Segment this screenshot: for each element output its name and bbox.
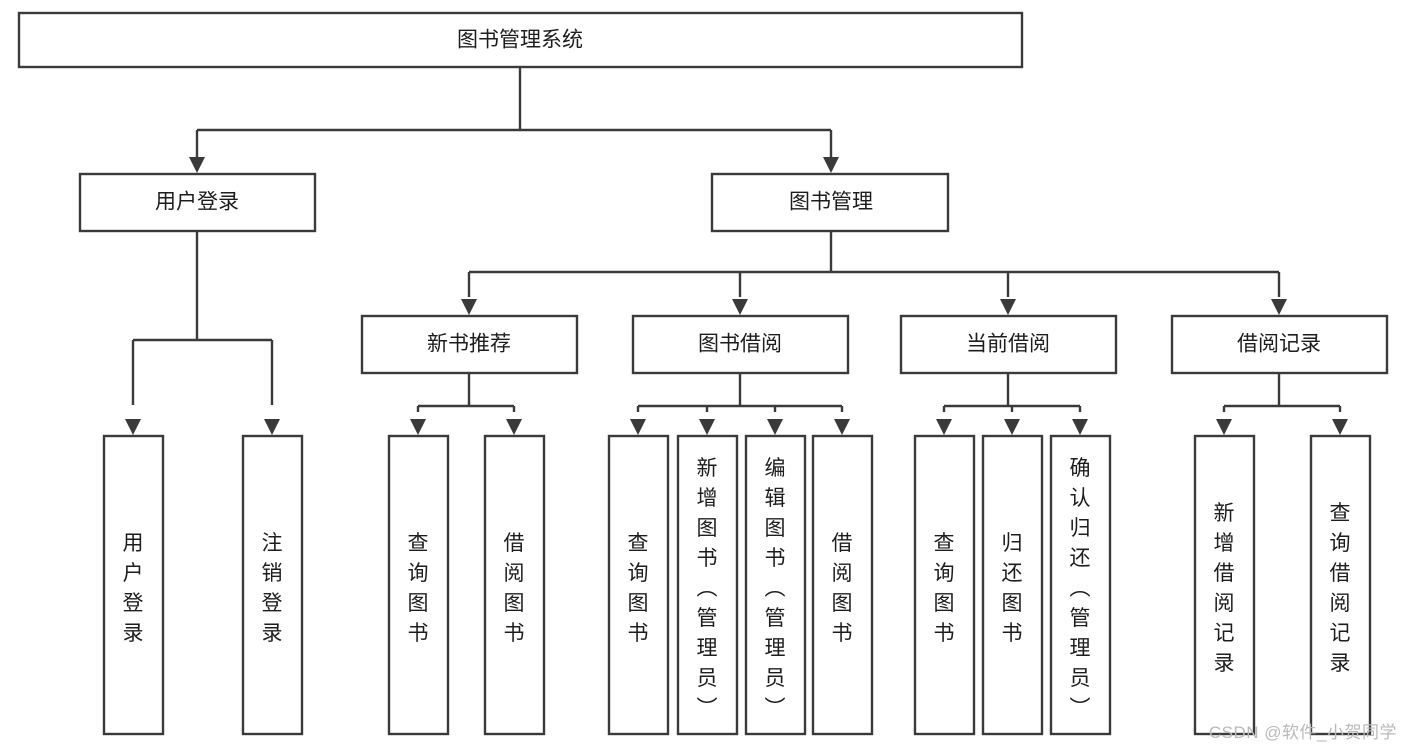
leaf-label: 查询图书 [934,532,955,645]
leaf-borrow-records-2[interactable]: 查询借阅记录 [1309,434,1372,736]
leaf-label: 借阅图书 [504,532,525,645]
leaf-new-book-1[interactable]: 查询图书 [387,434,450,736]
arrow-icon [1000,299,1016,315]
node-book-borrow[interactable]: 图书借阅 [631,314,850,375]
node-book-management-box[interactable] [710,172,950,233]
arrow-icon [699,419,715,435]
node-current-borrow[interactable]: 当前借阅 [899,314,1118,375]
leaf-label: 借阅图书 [832,532,853,645]
leaf-label: 查询借阅记录 [1330,502,1351,675]
arrow-icon [125,419,141,435]
arrow-icon [823,157,839,173]
leaf-box[interactable] [607,434,670,736]
connector-root-to-level2 [189,68,839,173]
leaf-label: 归还图书 [1002,532,1023,645]
leaf-box[interactable] [913,434,976,736]
arrow-icon [1072,419,1088,435]
connector-bookmgmt-to-level3 [461,231,1287,315]
leaf-label: 查询图书 [408,532,429,645]
leaf-box[interactable] [1193,434,1256,736]
leaf-label: 注销登录 [262,532,283,645]
leaf-box[interactable] [483,434,546,736]
leaf-label: 确认归还︵管理员︶ [1070,457,1091,720]
arrow-icon [461,299,477,315]
leaf-label: 查询图书 [628,532,649,645]
arrow-icon [1332,419,1348,435]
leaf-box[interactable] [744,434,807,736]
node-borrow-records[interactable]: 借阅记录 [1170,314,1389,375]
node-user-login[interactable]: 用户登录 [78,172,317,233]
leaf-book-borrow-2[interactable]: 新增图书︵管理员︶ [676,434,739,736]
arrow-icon [767,419,783,435]
node-root[interactable]: 图书管理系统 [17,11,1024,69]
arrow-icon [1004,419,1020,435]
node-new-book-recommend[interactable]: 新书推荐 [360,314,579,375]
leaf-box[interactable] [1049,434,1112,736]
node-book-management[interactable]: 图书管理 [710,172,950,233]
leaf-box[interactable] [102,434,165,736]
node-current-borrow-box[interactable] [899,314,1118,375]
leaf-box[interactable] [387,434,450,736]
node-user-login-box[interactable] [78,172,317,233]
leaf-label: 用户登录 [123,532,144,645]
arrow-icon [630,419,646,435]
leaf-user-login-1[interactable]: 用户登录 [102,434,165,736]
leaf-current-borrow-1[interactable]: 查询图书 [913,434,976,736]
leaf-book-borrow-3[interactable]: 编辑图书︵管理员︶ [744,434,807,736]
connector-bookborrow-to-leaves [630,374,850,435]
connector-borrowrecords-to-leaves [1216,374,1348,435]
connector-currentborrow-to-leaves [936,374,1088,435]
node-root-box[interactable] [17,11,1024,69]
arrow-icon [1216,419,1232,435]
leaf-new-book-2[interactable]: 借阅图书 [483,434,546,736]
leaf-book-borrow-1[interactable]: 查询图书 [607,434,670,736]
node-borrow-records-label: 借阅记录 [1237,333,1321,356]
leaf-borrow-records-1[interactable]: 新增借阅记录 [1193,434,1256,736]
leaf-box[interactable] [676,434,739,736]
leaf-label: 新增图书︵管理员︶ [697,457,718,720]
node-current-borrow-label: 当前借阅 [966,333,1050,356]
csdn-watermark: CSDN @软件_小贺同学 [1208,723,1397,742]
arrow-icon [506,419,522,435]
node-new-book-recommend-box[interactable] [360,314,579,375]
node-new-book-recommend-label: 新书推荐 [427,333,511,356]
arrow-icon [189,157,205,173]
connector-userlogin-to-leaves [125,231,280,435]
arrow-icon [264,419,280,435]
arrow-icon [1271,299,1287,315]
arrow-icon [834,419,850,435]
leaf-box[interactable] [811,434,874,736]
node-book-borrow-label: 图书借阅 [698,333,782,356]
arrow-icon [732,299,748,315]
connector-newbook-to-leaves [410,374,522,435]
leaf-box[interactable] [1309,434,1372,736]
leaf-user-login-2[interactable]: 注销登录 [241,434,304,736]
leaf-book-borrow-4[interactable]: 借阅图书 [811,434,874,736]
leaf-label: 新增借阅记录 [1214,502,1235,675]
leaf-box[interactable] [981,434,1044,736]
arrow-icon [936,419,952,435]
node-borrow-records-box[interactable] [1170,314,1389,375]
node-root-label: 图书管理系统 [457,29,583,52]
leaf-label: 编辑图书︵管理员︶ [765,457,786,720]
node-book-borrow-box[interactable] [631,314,850,375]
arrow-icon [410,419,426,435]
node-book-management-label: 图书管理 [789,191,873,214]
leaf-current-borrow-2[interactable]: 归还图书 [981,434,1044,736]
node-user-login-label: 用户登录 [155,191,239,214]
leaf-current-borrow-3[interactable]: 确认归还︵管理员︶ [1049,434,1112,736]
leaf-box[interactable] [241,434,304,736]
